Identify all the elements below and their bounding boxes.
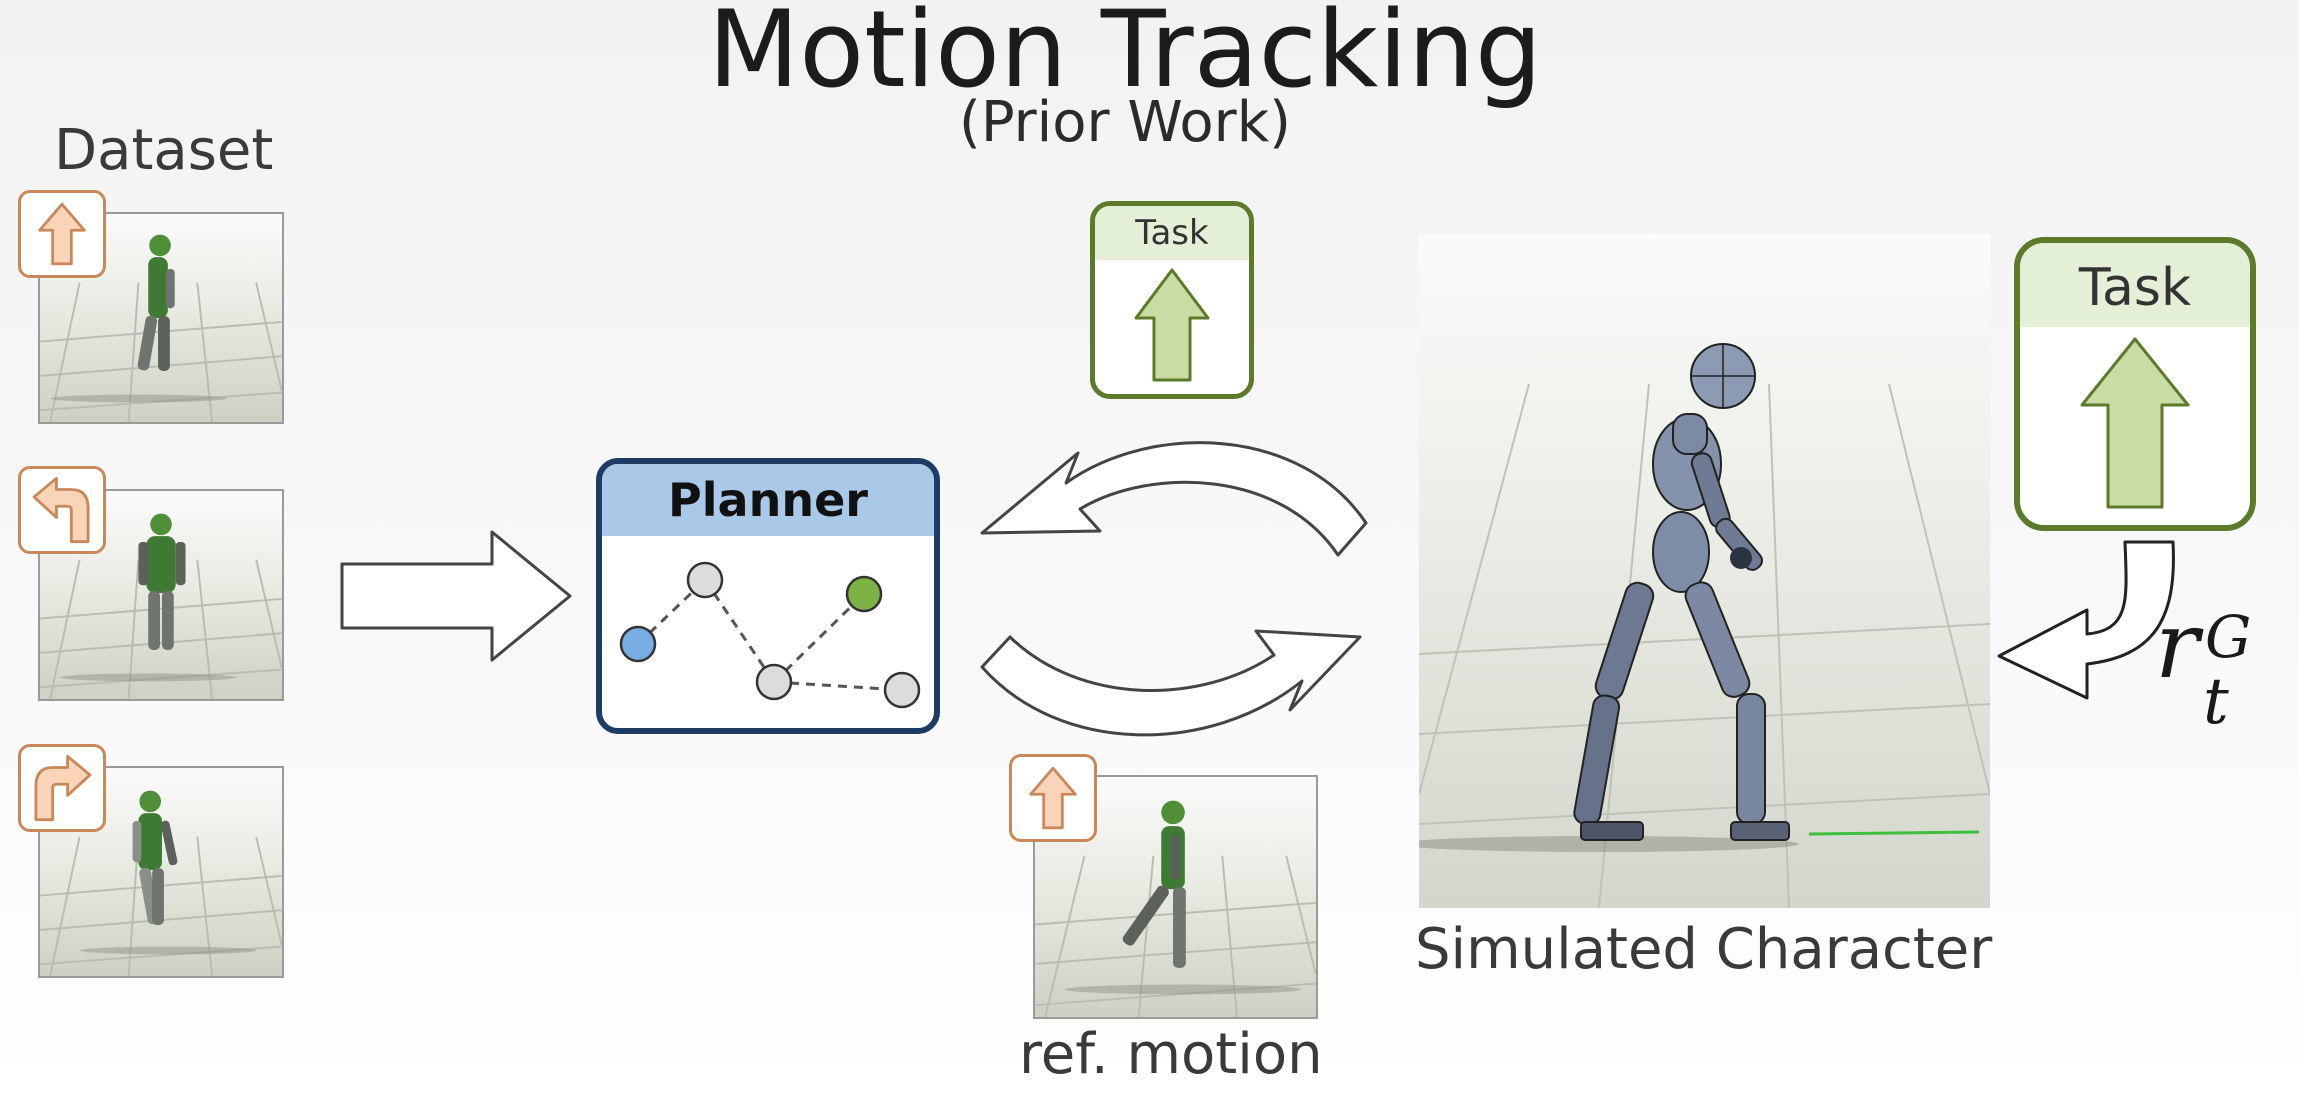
walking-character-scene xyxy=(40,790,282,976)
graph-node xyxy=(686,561,724,599)
ref-motion-label: ref. motion xyxy=(1019,1022,1323,1087)
feedback-arrows xyxy=(980,441,1368,737)
turn-right-icon xyxy=(18,744,106,832)
task-title: Task xyxy=(1095,206,1249,260)
planner-title: Planner xyxy=(602,464,934,536)
goal-node xyxy=(845,575,883,613)
simulated-character-figure xyxy=(1419,343,1990,908)
task-box-large: Task xyxy=(2014,237,2256,531)
reference-motion-arrow xyxy=(980,629,1362,737)
page-subtitle: (Prior Work) xyxy=(959,90,1291,155)
planner-graph xyxy=(619,561,921,709)
arrow-up-icon xyxy=(18,190,106,278)
graph-node xyxy=(883,671,921,709)
graph-node xyxy=(755,663,793,701)
reward-arrow xyxy=(1997,540,2175,700)
reward-superscript: G xyxy=(2205,603,2252,671)
walking-character-scene xyxy=(1035,800,1316,1017)
walking-character-scene xyxy=(40,513,282,699)
dataset-label: Dataset xyxy=(54,118,274,183)
reward-symbol: r xyxy=(2155,592,2199,699)
arrow-up-icon xyxy=(1009,754,1097,842)
walking-character-scene xyxy=(40,234,282,422)
planner-box: Planner xyxy=(596,458,940,734)
arrow-up-icon xyxy=(2080,337,2190,509)
task-title: Task xyxy=(2020,243,2250,327)
task-box-small: Task xyxy=(1090,201,1254,399)
dataset-to-planner-arrow xyxy=(340,530,572,662)
page-title: Motion Tracking xyxy=(707,0,1543,111)
state-feedback-arrow xyxy=(980,441,1368,557)
turn-left-icon xyxy=(18,466,106,554)
simulated-character-scene xyxy=(1419,234,1990,908)
simulated-character-label: Simulated Character xyxy=(1415,917,1993,982)
start-node xyxy=(619,625,657,663)
reward-subscript: t xyxy=(2203,665,2229,739)
arrow-up-icon xyxy=(1134,268,1210,382)
